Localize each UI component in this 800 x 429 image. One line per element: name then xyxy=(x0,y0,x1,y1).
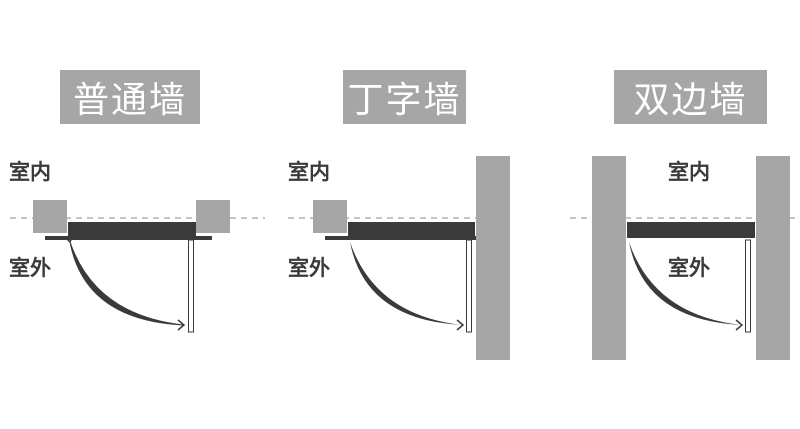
label-indoor: 室内 xyxy=(288,160,330,184)
swing-arc xyxy=(70,242,184,326)
label-indoor: 室内 xyxy=(9,160,51,184)
label-outdoor: 室外 xyxy=(288,256,330,280)
wall-vertical xyxy=(476,156,510,360)
title-normal-wall: 普通墙 xyxy=(60,70,200,124)
wall-block-left xyxy=(33,200,67,233)
door-frame xyxy=(68,222,196,238)
wall-right xyxy=(756,156,790,360)
arrow-icon xyxy=(177,319,186,331)
door-leaf xyxy=(745,239,751,333)
arrow-icon xyxy=(735,319,744,331)
swing-arc xyxy=(629,242,741,325)
door-frame xyxy=(627,222,755,238)
door-frame xyxy=(348,222,475,238)
label-indoor: 室内 xyxy=(668,160,710,184)
wall-block-right xyxy=(196,200,230,233)
title-t-wall: 丁字墙 xyxy=(343,70,466,124)
door-leaf xyxy=(466,239,472,333)
panel-normal-wall xyxy=(10,200,265,333)
arrow-icon xyxy=(456,319,465,331)
label-outdoor: 室外 xyxy=(668,256,710,280)
panel-t-wall xyxy=(288,156,510,360)
swing-arc xyxy=(350,242,462,325)
wall-left xyxy=(592,156,626,360)
label-outdoor: 室外 xyxy=(9,256,51,280)
wall-block-left xyxy=(313,200,347,233)
title-double-wall: 双边墙 xyxy=(614,70,767,124)
panel-double-wall xyxy=(570,156,795,360)
door-leaf xyxy=(188,239,194,333)
